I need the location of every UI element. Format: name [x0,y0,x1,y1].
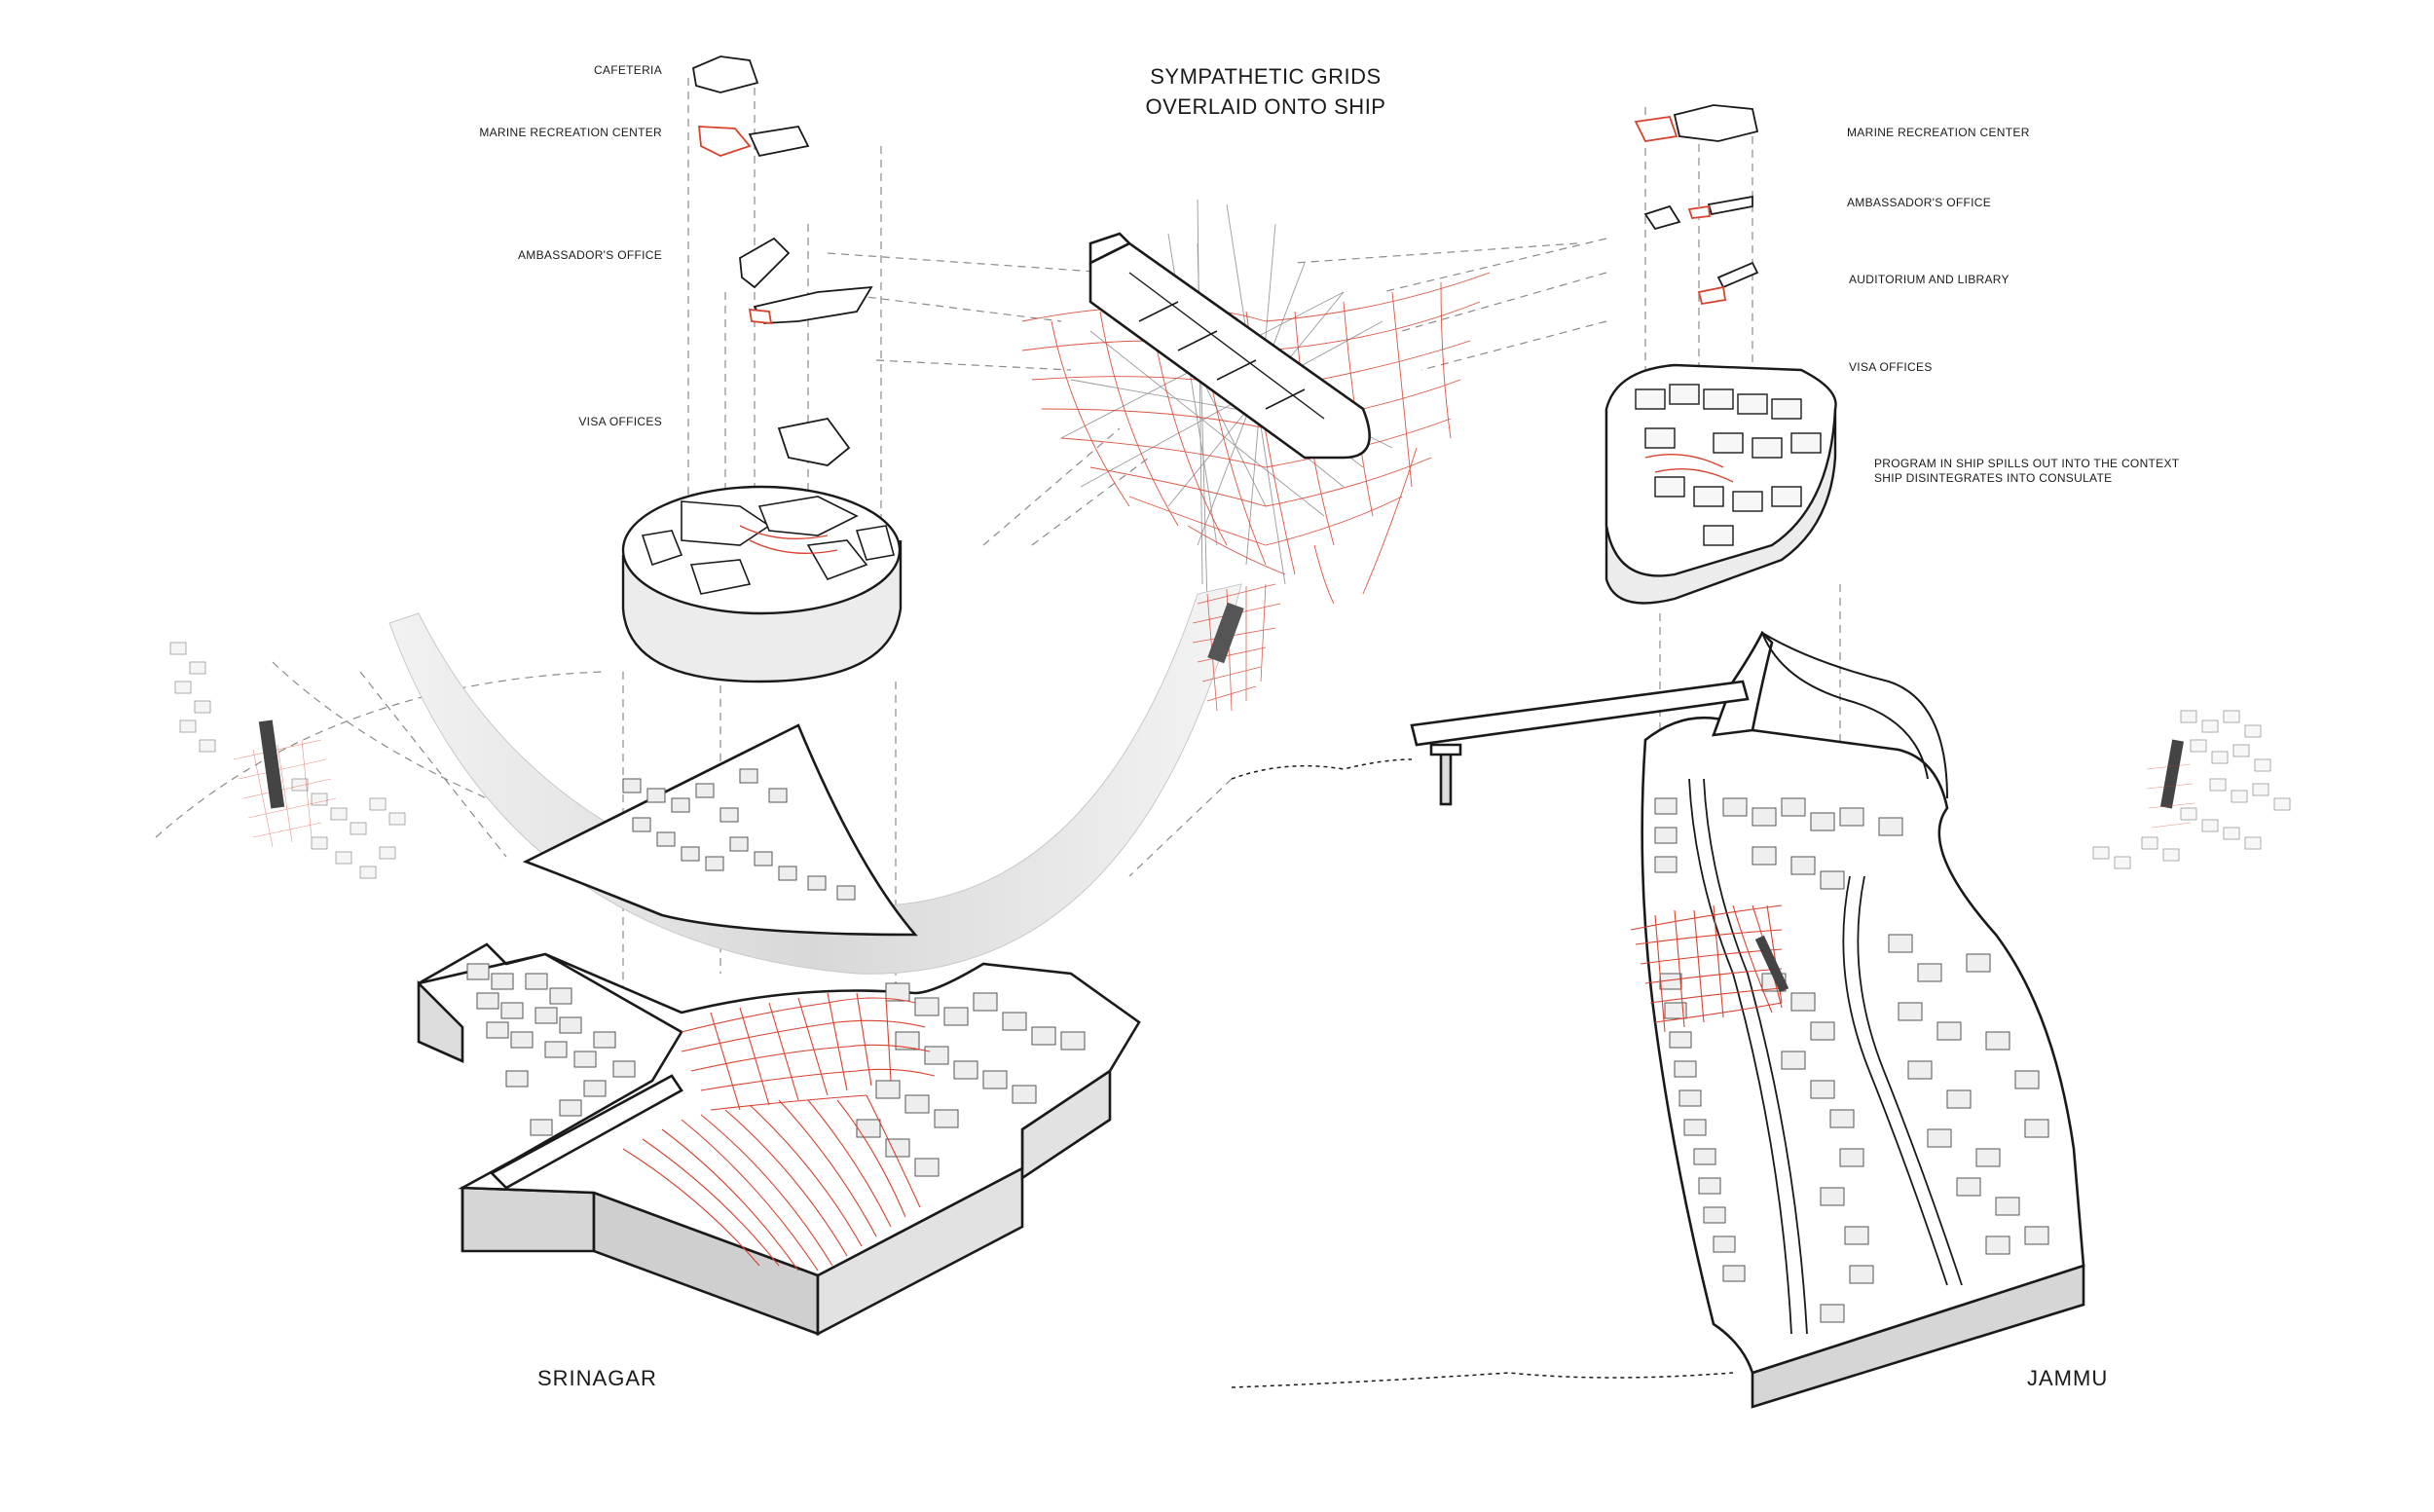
jammu-label-program: PROGRAM IN SHIP SPILLS OUT INTO THE CONT… [1874,457,2179,486]
srinagar-site [417,723,1141,1337]
srinagar-cafeteria-block [691,55,759,93]
jammu-drum [1604,363,1837,605]
ship-hull [1088,232,1371,460]
jammu-ambassador-block [1643,204,1681,231]
jammu-context-bar [2160,739,2184,809]
jammu-red-grid [1630,904,1783,1033]
srinagar-label-marine: MARINE RECREATION CENTER [479,126,662,139]
jammu-program-line-2: SHIP DISINTEGRATES INTO CONSULATE [1874,471,2113,485]
jammu-label-marine: MARINE RECREATION CENTER [1847,126,2030,139]
srinagar-drum [621,485,903,683]
srinagar-visa-block [777,418,851,466]
title-line-1: SYMPATHETIC GRIDS [1150,64,1382,89]
srinagar-context [169,642,406,879]
jammu-program-pieces [1634,104,1759,306]
projection-guides [155,78,1841,1013]
title-line-2: OVERLAID ONTO SHIP [1145,94,1386,119]
srinagar-program-pieces [691,55,873,466]
jammu-context-grid [2146,763,2195,829]
jammu-label-visa: VISA OFFICES [1849,360,1933,374]
jammu-buildings [1654,797,2049,1323]
diagram-title: SYMPATHETIC GRIDS OVERLAID ONTO SHIP [1071,61,1460,122]
jammu-site [1410,630,2085,1409]
terrain-lines [1231,758,1734,1388]
srinagar-label-cafeteria: CAFETERIA [593,63,662,77]
jammu-label-ambassador: AMBASSADOR'S OFFICE [1847,196,1992,209]
city-name-jammu: JAMMU [2027,1366,2109,1390]
city-name-srinagar: SRINAGAR [537,1366,657,1390]
floating-grid-bar [1207,602,1244,664]
srinagar-label-ambassador: AMBASSADOR'S OFFICE [517,248,662,262]
jammu-auditorium-block [1716,261,1759,289]
jammu-grid-bar [1754,935,1789,993]
jammu-program-line-1: PROGRAM IN SHIP SPILLS OUT INTO THE CONT… [1874,457,2180,470]
srinagar-marine-block [748,126,810,158]
ship-grid [1021,272,1491,605]
srinagar-context-grid [233,739,337,848]
srinagar-buildings [466,768,1086,1177]
srinagar-label-visa: VISA OFFICES [578,415,662,428]
jammu-marine-block [1673,104,1759,142]
srinagar-ambassador-block [739,237,791,289]
jammu-label-auditorium: AUDITORIUM AND LIBRARY [1849,273,2010,286]
srinagar-red-grid [622,992,936,1272]
srinagar-context-bar [258,719,285,809]
jammu-context [2092,710,2291,869]
